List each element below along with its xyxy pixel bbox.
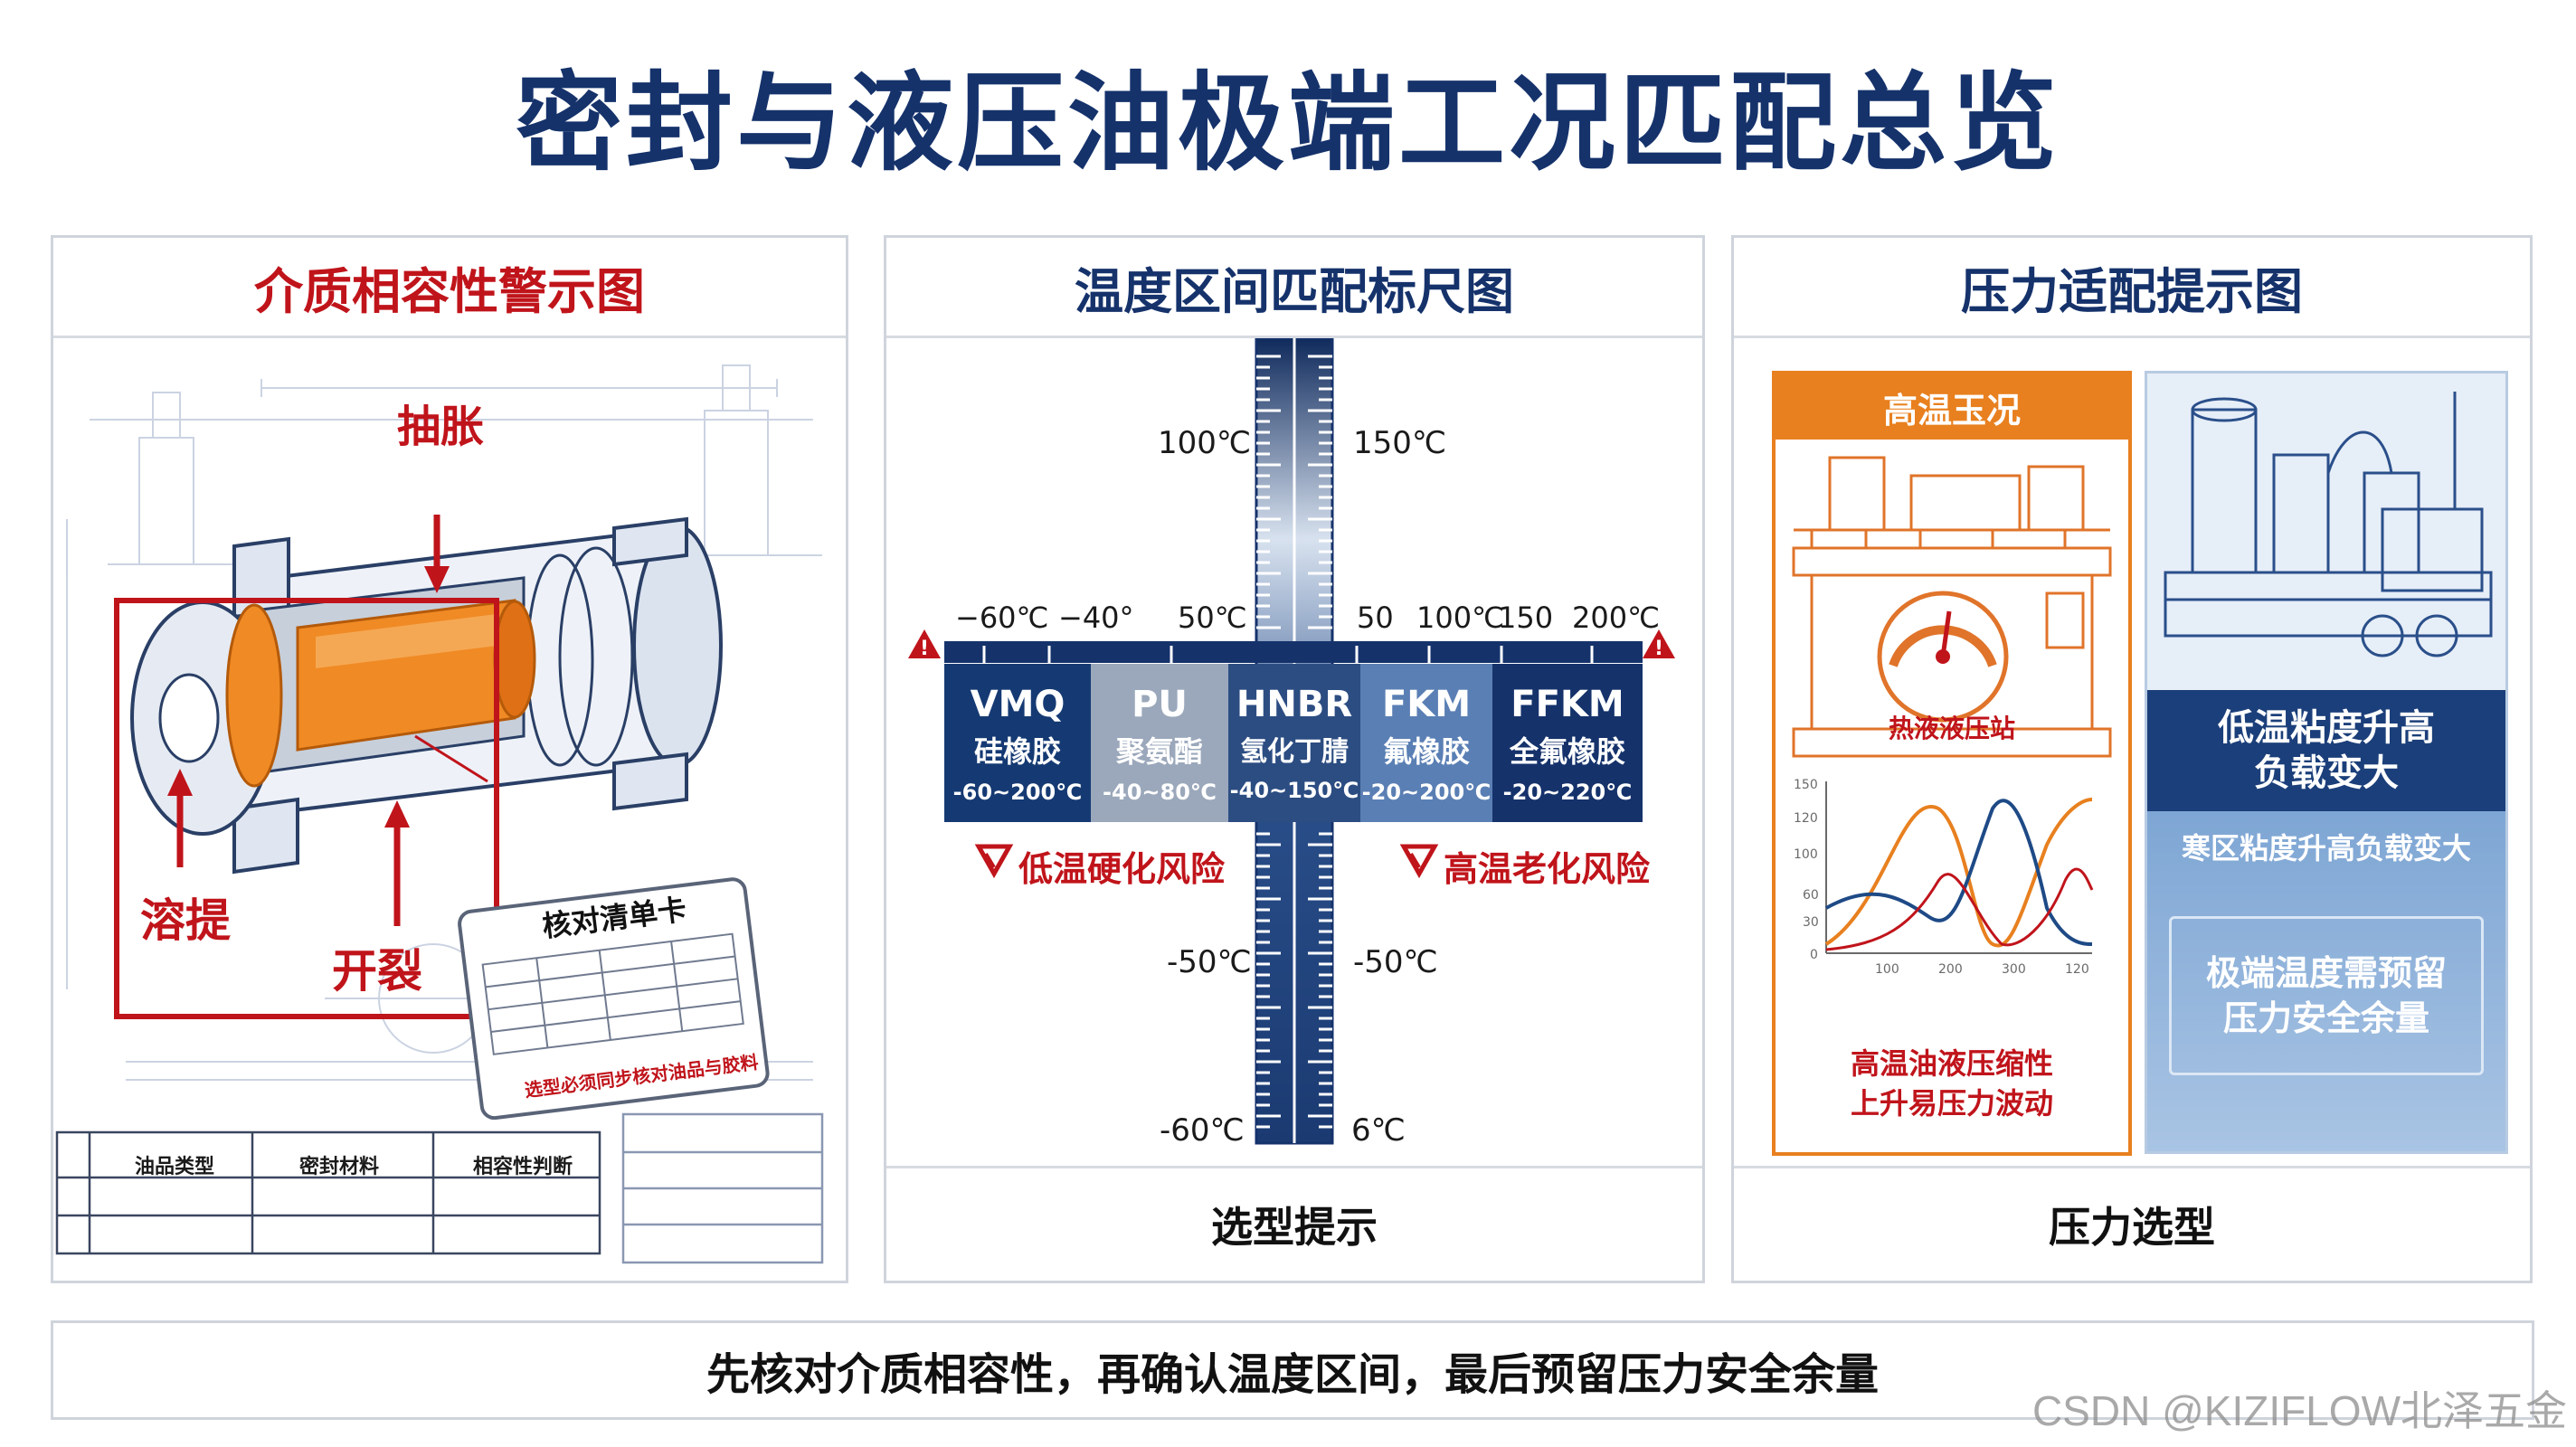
svg-text:100: 100 <box>1875 962 1899 977</box>
ruler-label-top-right: 150℃ <box>1353 425 1447 461</box>
scale-tick-minus40: −40° <box>1058 601 1134 635</box>
cold-box3-line-2: 压力安全余量 <box>2222 998 2429 1038</box>
pressure-footer: 压力选型 <box>1734 1166 2530 1281</box>
material-hnbr: HNBR 氢化丁腈 -40~150℃ <box>1228 664 1360 822</box>
cold-box3-line-1: 极端温度需预留 <box>2205 953 2447 993</box>
compatibility-panel: 介质相容性警示图 <box>51 235 848 1283</box>
cold-viscosity-box: 低温粘度升高 负载变大 <box>2147 690 2505 811</box>
material-vmq: VMQ 硅橡胶 -60~200℃ <box>944 664 1091 822</box>
material-fkm: FKM 氟橡胶 -20~200℃ <box>1360 664 1492 822</box>
hot-note-line-2: 上升易压力波动 <box>1850 1086 2053 1121</box>
material-ffkm: FFKM 全氟橡胶 -20~220℃ <box>1492 664 1643 822</box>
ruler-label-bottom-right: 6℃ <box>1351 1112 1406 1149</box>
pressure-body: 高温玉况 <box>1734 338 2530 1166</box>
material-range: -20~200℃ <box>1361 780 1492 805</box>
svg-text:!: ! <box>1654 638 1663 660</box>
material-range: -40~80℃ <box>1103 780 1217 805</box>
hot-station-label: 热液液压站 <box>1888 714 2015 743</box>
scale-tick-50: 50 <box>1357 601 1394 635</box>
cold-lower-area <box>2147 811 2505 1151</box>
scale-tick-100c: 100℃ <box>1416 601 1505 635</box>
risk-low-temp: 低温硬化风险 <box>1018 849 1226 889</box>
cold-box1-line-1: 低温粘度升高 <box>2218 707 2435 749</box>
risk-high-temp: 高温老化风险 <box>1444 849 1651 889</box>
cold-margin-box: 极端温度需预留 压力安全余量 <box>2169 916 2484 1075</box>
cold-box1-line-2: 负载变大 <box>2254 752 2399 794</box>
summary-bar: 先核对介质相容性，再确认温度区间，最后预留压力安全余量 <box>51 1320 2534 1420</box>
compatibility-illustration: 抽胀 溶提 开裂 核对清单卡 选型必须同步核对油品与胶料 油品类型 密封材料 相… <box>53 338 846 1281</box>
svg-text:0: 0 <box>1810 948 1818 962</box>
material-name: 氟橡胶 <box>1382 734 1470 769</box>
hot-condition-card: 高温玉况 <box>1772 371 2132 1156</box>
material-pu: PU 聚氨酯 -40~80℃ <box>1091 664 1228 822</box>
svg-text:!: ! <box>920 638 929 660</box>
table-header-oil: 油品类型 <box>135 1156 215 1178</box>
material-range: -40~150℃ <box>1229 778 1359 803</box>
material-code: VMQ <box>970 684 1065 725</box>
cylinder-blueprint <box>55 364 824 1264</box>
ruler-label-mid-left: -50℃ <box>1167 944 1252 980</box>
svg-text:120: 120 <box>1794 811 1818 826</box>
temperature-ruler: ! ! <box>908 336 1675 1145</box>
material-name: 硅橡胶 <box>973 734 1061 769</box>
ruler-label-top-left: 100℃ <box>1158 425 1252 461</box>
temperature-heading: 温度区间匹配标尺图 <box>886 238 1702 338</box>
table-header-seal: 密封材料 <box>299 1156 380 1178</box>
scale-tick-200c: 200℃ <box>1572 601 1661 635</box>
watermark: CSDN @KIZIFLOW北泽五金 <box>2031 1387 2567 1434</box>
temperature-panel: 温度区间匹配标尺图 <box>884 235 1705 1283</box>
svg-text:30: 30 <box>1803 915 1819 930</box>
material-range: -60~200℃ <box>952 780 1083 805</box>
material-code: HNBR <box>1236 684 1353 725</box>
material-code: PU <box>1132 684 1188 725</box>
scale-tick-50c: 50℃ <box>1178 601 1247 635</box>
ruler-label-bottom-left: -60℃ <box>1160 1112 1245 1149</box>
cold-condition-card: 低温粘度升高 负载变大 寒区粘度升高负载变大 极端温度需预留 压力安全余量 <box>2145 371 2508 1154</box>
material-name: 全氟橡胶 <box>1509 734 1625 769</box>
table-header-compat: 相容性判断 <box>473 1156 573 1178</box>
pressure-wave-chart: 150 120 100 60 30 0 100 200 300 120 <box>1794 778 2094 977</box>
page-title: 密封与液压油极端工况匹配总览 <box>515 61 2060 185</box>
hot-note-line-1: 高温油液压缩性 <box>1850 1046 2053 1081</box>
material-name: 氢化丁腈 <box>1240 736 1349 768</box>
material-code: FFKM <box>1511 684 1624 725</box>
svg-text:60: 60 <box>1803 888 1819 903</box>
svg-text:200: 200 <box>1938 962 1963 977</box>
hot-station-drawing <box>1792 456 2112 758</box>
hot-condition-title: 高温玉况 <box>1776 374 2128 440</box>
temperature-ruler-area: ! ! 100℃ 150℃ -50℃ -50℃ -60℃ 6℃ −60℃ −40… <box>886 336 1702 1166</box>
scale-tick-150: 150 <box>1498 601 1554 635</box>
material-range: -20~220℃ <box>1502 780 1633 805</box>
ruler-label-mid-right: -50℃ <box>1353 944 1438 980</box>
svg-text:100: 100 <box>1794 847 1818 862</box>
cold-box2: 寒区粘度升高负载变大 <box>2181 831 2471 865</box>
svg-text:120: 120 <box>2065 962 2089 977</box>
label-dissolve: 溶提 <box>140 894 231 947</box>
compatibility-heading: 介质相容性警示图 <box>53 238 846 338</box>
hot-note: 高温油液压缩性 上升易压力波动 <box>1776 1044 2128 1123</box>
material-code: FKM <box>1381 684 1472 725</box>
pressure-heading: 压力适配提示图 <box>1734 238 2530 338</box>
temperature-footer: 选型提示 <box>886 1166 1702 1281</box>
cold-machinery-drawing <box>2164 392 2493 657</box>
material-name: 聚氨酯 <box>1115 734 1203 769</box>
scale-tick-minus60: −60℃ <box>955 601 1049 635</box>
label-crack: 开裂 <box>332 945 422 998</box>
label-swell: 抽胀 <box>397 402 485 452</box>
pressure-panel: 压力适配提示图 高温玉况 <box>1731 235 2533 1283</box>
svg-text:300: 300 <box>2002 962 2026 977</box>
svg-text:150: 150 <box>1794 778 1818 792</box>
